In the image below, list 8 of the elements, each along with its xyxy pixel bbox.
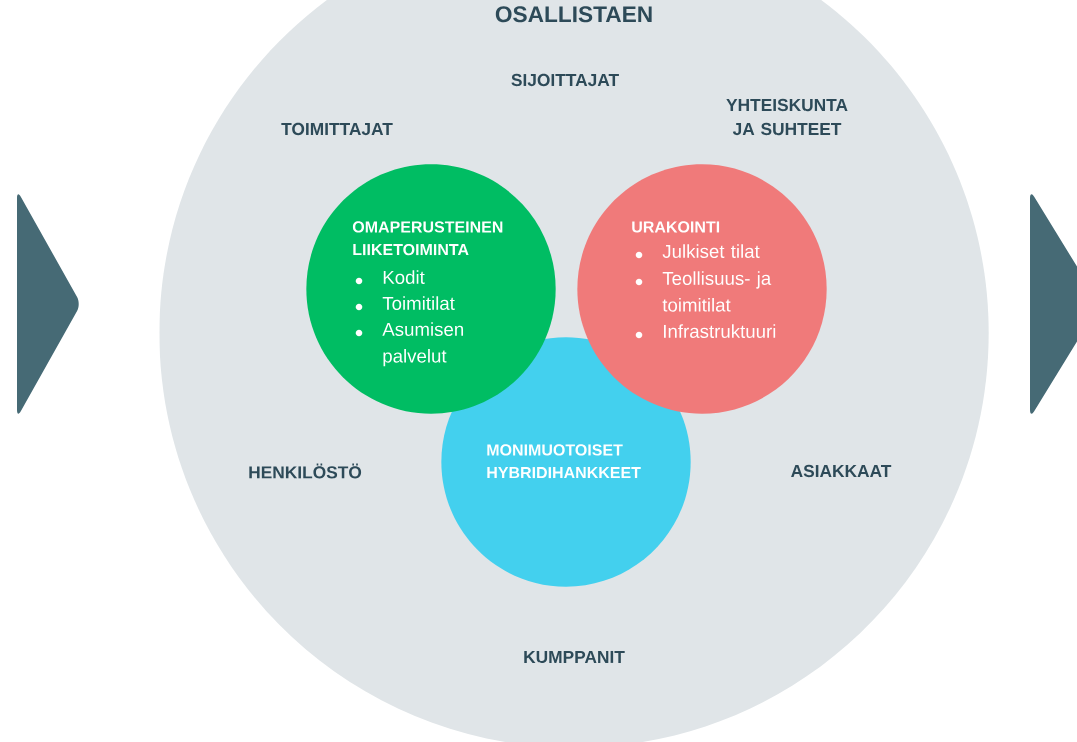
stakeholder-label: TOIMITTAJAT (281, 122, 393, 136)
stakeholder-label: SIJOITTAJAT (511, 73, 619, 87)
stakeholder-label: HENKILÖSTÖ (249, 463, 362, 479)
chevron-shape (1030, 194, 1077, 414)
chevron-shape (17, 194, 79, 414)
stakeholder-label: KUMPPANIT (524, 650, 625, 664)
stakeholder-label: YHTEISKUNTA JA SUHTEET (726, 98, 848, 136)
stakeholder-label: ASIAKKAAT (791, 464, 892, 478)
